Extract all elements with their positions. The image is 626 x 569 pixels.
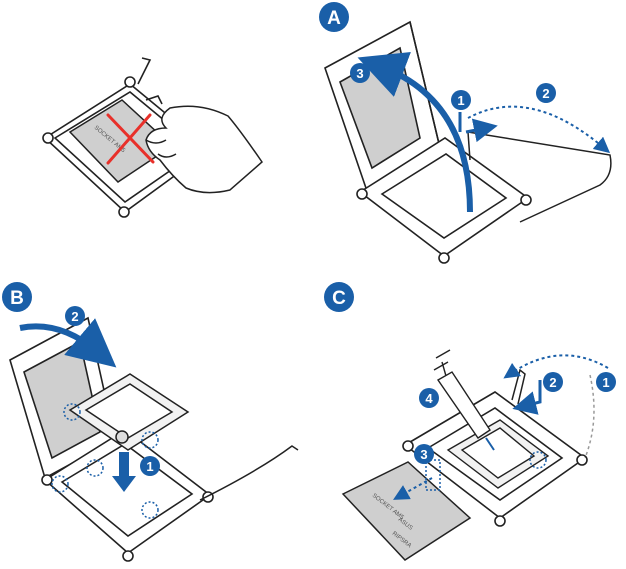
step-1-a: 1 bbox=[457, 93, 464, 108]
cross-mark bbox=[106, 113, 155, 165]
step-1-c: 1 bbox=[602, 375, 609, 390]
cpu-installed bbox=[446, 419, 550, 489]
panel-c: C SOCKET AM5 ASUS RIPSRA bbox=[324, 282, 616, 561]
panel-b-label: B bbox=[10, 288, 24, 309]
cover-marks bbox=[425, 451, 547, 491]
socket-base-a bbox=[356, 137, 532, 264]
step-3-a: 3 bbox=[356, 66, 363, 81]
panel-c-label: C bbox=[332, 288, 346, 309]
step-badges-b: 1 2 bbox=[65, 306, 160, 476]
panel-top-left: SOCKET AM5 bbox=[42, 57, 263, 218]
step-2-b: 2 bbox=[71, 309, 78, 324]
thermal-paste-syringe bbox=[433, 349, 495, 451]
step-badges-c: 1 2 3 4 bbox=[414, 372, 616, 464]
panel-a-label: A bbox=[327, 8, 341, 29]
step-2-a: 2 bbox=[542, 86, 549, 101]
panel-c-badge: C bbox=[324, 282, 354, 312]
panel-a-badge: A bbox=[319, 2, 349, 32]
lever-a bbox=[467, 131, 612, 223]
step-4-c: 4 bbox=[425, 391, 433, 406]
socket-base-b bbox=[41, 429, 214, 562]
cover-remove-arrow bbox=[393, 477, 433, 500]
plate-close-arrow bbox=[19, 318, 117, 368]
step-1-b: 1 bbox=[146, 459, 153, 474]
cpu-chip bbox=[68, 373, 190, 451]
panel-b-badge: B bbox=[2, 282, 32, 312]
step-2-c: 2 bbox=[549, 375, 556, 390]
step-3-c: 3 bbox=[420, 447, 427, 462]
step-badges-a: 1 2 3 bbox=[350, 63, 556, 110]
plate-swing-arrow bbox=[357, 52, 473, 213]
lever-close-arrow bbox=[503, 354, 609, 415]
panel-a: A 1 2 3 bbox=[319, 2, 612, 264]
lever-b bbox=[199, 445, 299, 501]
panel-b: B 1 bbox=[2, 282, 299, 562]
hand-illustration bbox=[145, 105, 263, 194]
lever-arrow bbox=[458, 105, 611, 154]
cpu-down-arrow bbox=[112, 452, 136, 492]
lever-c bbox=[511, 368, 595, 459]
alignment-marks-b bbox=[51, 403, 159, 519]
